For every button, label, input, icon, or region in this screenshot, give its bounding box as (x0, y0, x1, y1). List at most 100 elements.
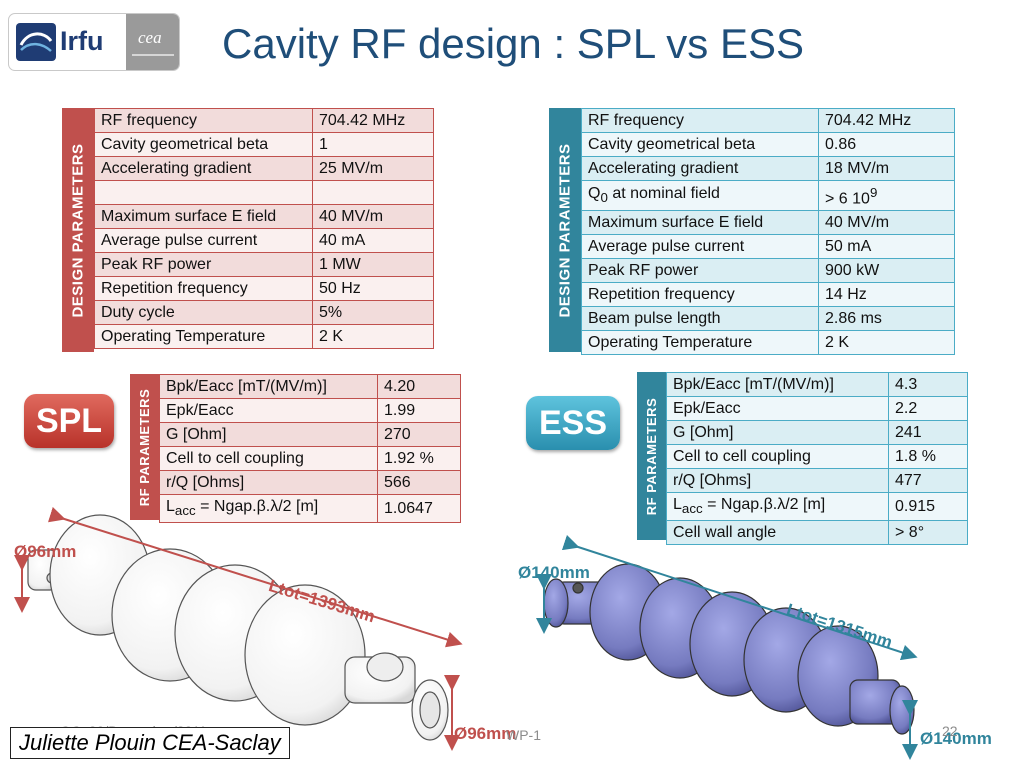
ess-design-param-value: 0.86 (818, 132, 955, 157)
spl-design-param-value: 40 MV/m (312, 204, 434, 229)
cea-logo: cea (126, 14, 179, 70)
ess-design-param-value: 900 kW (818, 258, 955, 284)
spl-design-row (94, 180, 434, 205)
spl-design-param-value: 2 K (312, 324, 434, 349)
ess-design-param-value: 14 Hz (818, 282, 955, 308)
irfu-logo-text: Irfu (60, 26, 104, 56)
ess-design-param-value: 18 MV/m (818, 156, 955, 181)
author-box: Juliette Plouin CEA-Saclay (10, 727, 290, 759)
spl-left-diameter: Ø96mm (14, 542, 77, 561)
spl-rf-param-value: 4.20 (377, 374, 461, 399)
spl-rf-param-value: 1.99 (377, 398, 461, 423)
ess-design-title: DESIGN PARAMETERS (556, 142, 574, 318)
ess-label: ESS (526, 396, 620, 450)
ess-design-param-name: Peak RF power (581, 258, 819, 284)
ess-rf-parameters-header: RF PARAMETERS (637, 372, 666, 540)
spl-design-param-name: RF frequency (94, 108, 313, 133)
spl-right-diameter: Ø96mm (454, 724, 517, 743)
spl-rf-param-name: Cell to cell coupling (159, 446, 378, 471)
ess-rf-param-name: Lacc = Ngap.β.λ/2 [m] (666, 491, 889, 522)
ess-left-diameter: Ø140mm (518, 563, 590, 582)
spl-design-param-value (312, 180, 434, 205)
ess-rf-param-value: 0.915 (888, 491, 968, 522)
spl-rf-row: G [Ohm]270 (159, 422, 461, 447)
ess-design-param-name: Accelerating gradient (581, 156, 819, 181)
ess-right-diameter: Ø140mm (920, 729, 992, 748)
spl-rf-param-value: 566 (377, 470, 461, 495)
irfu-emblem-icon (16, 23, 56, 61)
spl-design-title: DESIGN PARAMETERS (69, 142, 87, 318)
ess-design-param-name: RF frequency (581, 108, 819, 133)
ess-rf-title: RF PARAMETERS (644, 397, 660, 515)
spl-rf-param-value: 270 (377, 422, 461, 447)
ess-design-param-name: Q0 at nominal field (581, 179, 819, 212)
ess-rf-param-name: Cell to cell coupling (666, 444, 889, 469)
spl-label: SPL (24, 394, 114, 448)
spl-design-param-name: Average pulse current (94, 228, 313, 253)
spl-rf-row: Bpk/Eacc [mT/(MV/m)]4.20 (159, 374, 461, 399)
ess-rf-param-name: r/Q [Ohms] (666, 468, 889, 493)
ess-rf-param-name: G [Ohm] (666, 420, 889, 445)
spl-rf-param-name: r/Q [Ohms] (159, 470, 378, 495)
spl-rf-param-name: G [Ohm] (159, 422, 378, 447)
spl-rf-param-name: Bpk/Eacc [mT/(MV/m)] (159, 374, 378, 399)
spl-rf-param-name: Epk/Eacc (159, 398, 378, 423)
ess-rf-param-value: 241 (888, 420, 968, 445)
footer-page-number: 22 (942, 723, 958, 739)
spl-design-param-name: Peak RF power (94, 252, 313, 277)
ess-cavity-drawing (536, 534, 918, 760)
spl-rf-parameters-header: RF PARAMETERS (130, 374, 159, 520)
ess-rf-param-value: 2.2 (888, 396, 968, 421)
footer-center: WP-1 (506, 727, 541, 743)
ess-rf-param-name: Bpk/Eacc [mT/(MV/m)] (666, 372, 889, 397)
irfu-cea-logo: Irfu cea (8, 13, 180, 71)
ess-design-param-value: > 6 109 (818, 179, 955, 212)
spl-design-param-value: 25 MV/m (312, 156, 434, 181)
ess-rf-row: Lacc = Ngap.β.λ/2 [m]0.915 (666, 491, 968, 522)
cea-logo-underline (132, 54, 174, 56)
ess-design-param-value: 40 MV/m (818, 210, 955, 236)
spl-design-param-value: 1 MW (312, 252, 434, 277)
ess-design-param-name: Beam pulse length (581, 306, 819, 332)
ess-design-param-value: 50 mA (818, 234, 955, 260)
spl-rf-title: RF PARAMETERS (137, 388, 153, 506)
spl-design-parameters-header: DESIGN PARAMETERS (62, 108, 94, 352)
spl-design-param-name: Maximum surface E field (94, 204, 313, 229)
spl-rf-row: r/Q [Ohms]566 (159, 470, 461, 495)
spl-design-param-value: 50 Hz (312, 276, 434, 301)
ess-design-param-name: Maximum surface E field (581, 210, 819, 236)
ess-rf-row: r/Q [Ohms]477 (666, 468, 968, 493)
ess-rf-param-value: 1.8 % (888, 444, 968, 469)
spl-design-param-name: Duty cycle (94, 300, 313, 325)
ess-design-param-value: 2 K (818, 330, 955, 356)
spl-design-param-name: Operating Temperature (94, 324, 313, 349)
spl-design-param-name: Accelerating gradient (94, 156, 313, 181)
ess-rf-param-value: 4.3 (888, 372, 968, 397)
ess-rf-param-value: > 8° (888, 520, 968, 546)
ess-design-param-name: Average pulse current (581, 234, 819, 260)
cea-logo-text: cea (138, 28, 162, 47)
spl-design-param-name: Cavity geometrical beta (94, 132, 313, 157)
spl-design-param-name: Repetition frequency (94, 276, 313, 301)
ess-rf-row: G [Ohm]241 (666, 420, 968, 445)
ess-design-param-name: Repetition frequency (581, 282, 819, 308)
